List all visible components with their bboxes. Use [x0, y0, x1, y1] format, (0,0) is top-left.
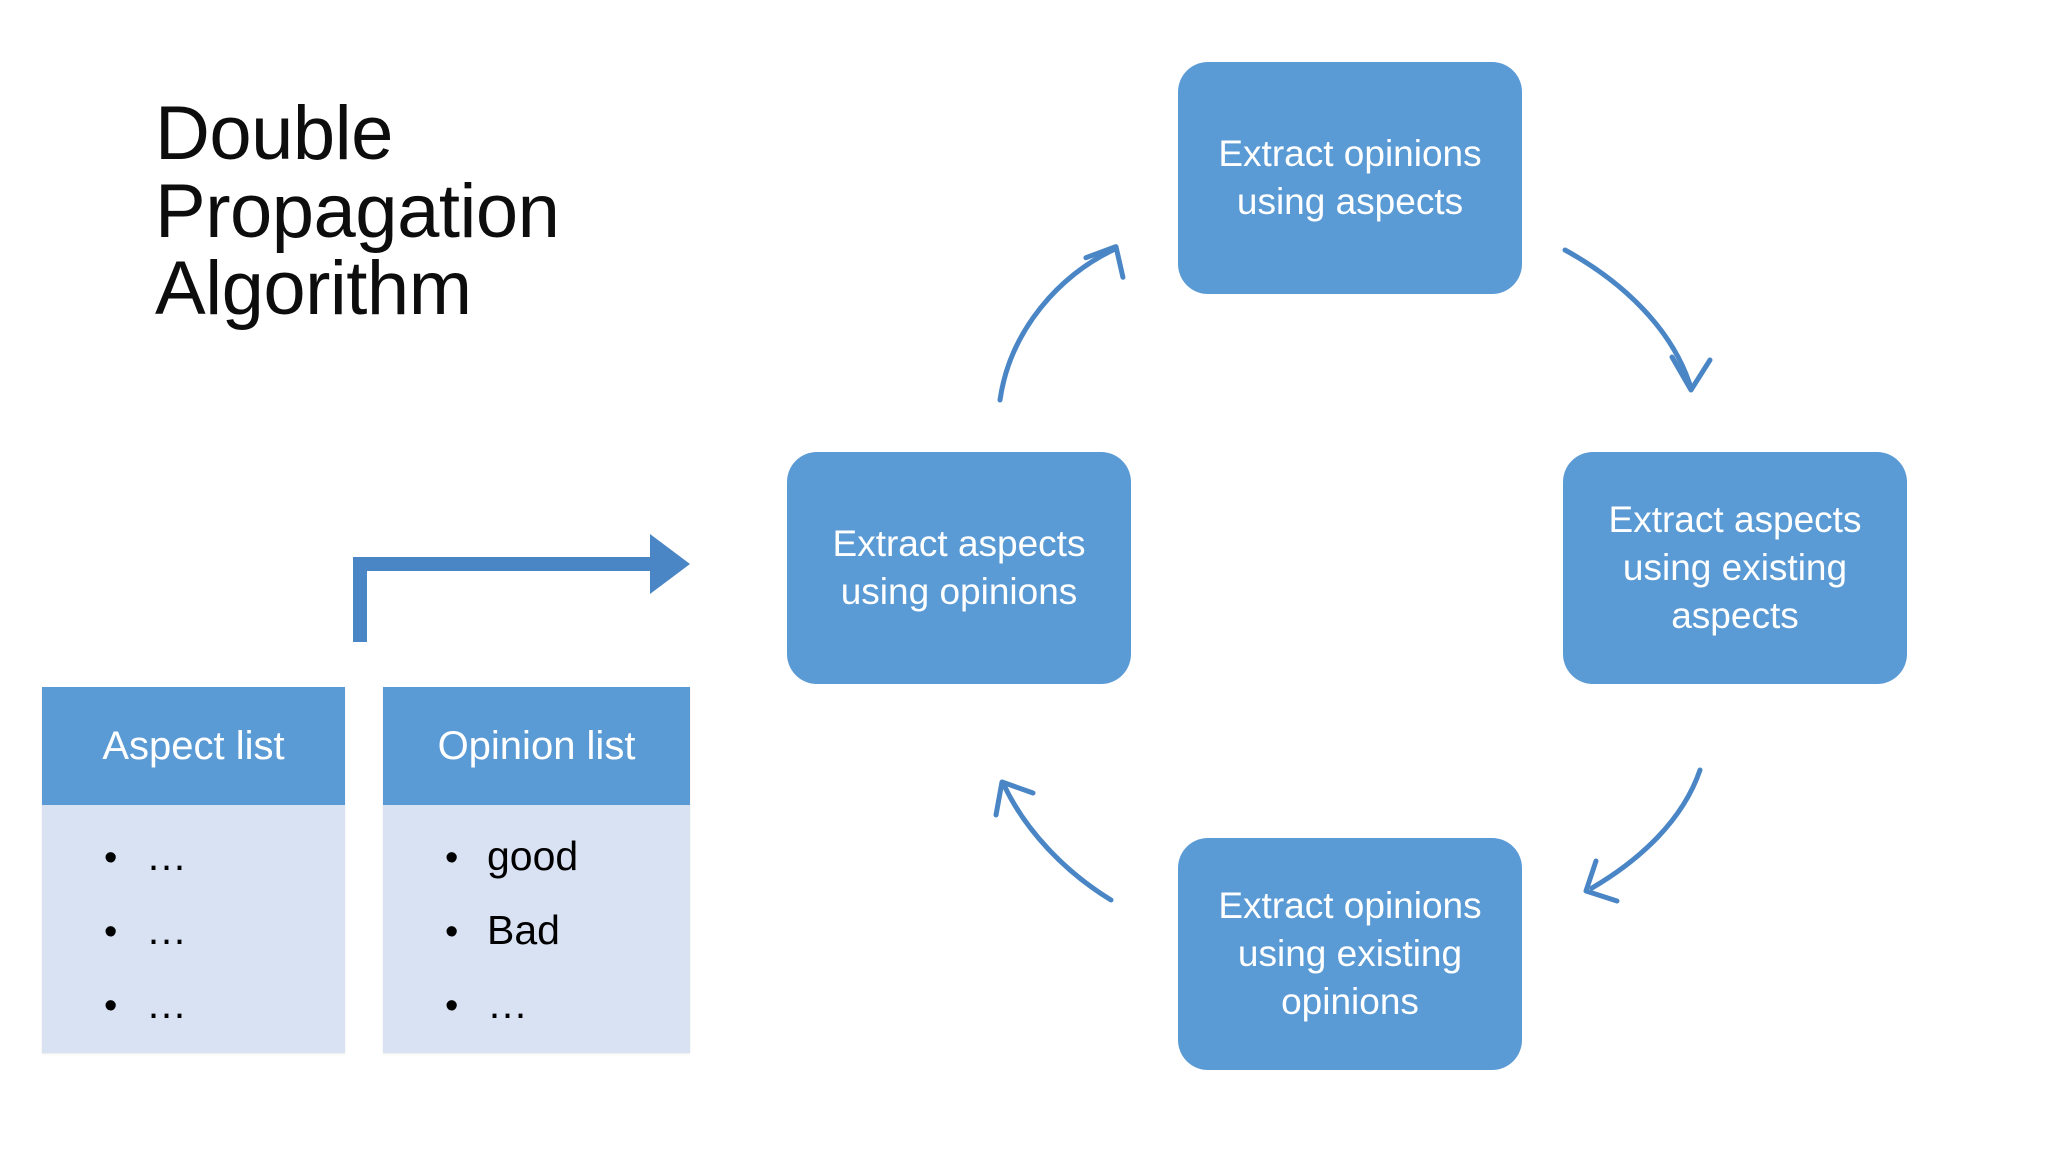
cycle-box-extract-aspects-using-opinions[interactable]: Extract aspects using opinions: [787, 452, 1131, 684]
cycle-arrow-bottom-to-left-icon: [993, 779, 1114, 903]
cycle-box-label: Extract opinions using aspects: [1218, 132, 1482, 222]
cycle-box-extract-opinions-using-existing-opinions[interactable]: Extract opinions using existing opinions: [1178, 838, 1522, 1070]
page-title: Double Propagation Algorithm: [155, 91, 560, 332]
list-item: • Bad: [445, 905, 690, 955]
cycle-arrow-right-to-bottom-icon: [1583, 767, 1703, 904]
list-item: • …: [104, 905, 345, 955]
cycle-arrow-left-to-top-icon: [997, 244, 1126, 403]
cycle-box-extract-aspects-using-existing-aspects[interactable]: Extract aspects using existing aspects: [1563, 452, 1907, 684]
list-item: • …: [445, 979, 690, 1029]
cycle-box-extract-opinions-using-aspects[interactable]: Extract opinions using aspects: [1178, 62, 1522, 294]
opinion-list-header: Opinion list: [383, 687, 690, 805]
list-item: • good: [445, 831, 690, 881]
list-item-text: …: [146, 833, 187, 879]
bullet-icon: •: [104, 836, 118, 879]
bullet-icon: •: [104, 984, 118, 1027]
opinion-list-body: • good • Bad • …: [383, 805, 690, 1029]
list-item: • …: [104, 831, 345, 881]
list-item-text: good: [487, 833, 579, 879]
list-item-text: …: [146, 981, 187, 1028]
bullet-icon: •: [445, 836, 459, 879]
opinion-list-table: Opinion list • good • Bad • …: [383, 687, 690, 1053]
list-item: • …: [104, 979, 345, 1029]
list-item-text: …: [487, 981, 528, 1028]
lists-to-cycle-arrow-icon: [353, 534, 690, 642]
aspect-list-header: Aspect list: [42, 687, 345, 805]
bullet-icon: •: [445, 910, 459, 953]
bullet-icon: •: [445, 984, 459, 1027]
list-item-text: …: [146, 907, 187, 954]
list-item-text: Bad: [487, 907, 560, 954]
aspect-list-table: Aspect list • … • … • …: [42, 687, 345, 1053]
cycle-box-label: Extract aspects using opinions: [832, 522, 1086, 612]
bullet-icon: •: [104, 910, 118, 953]
aspect-list-items: • … • … • …: [42, 831, 345, 1029]
opinion-list-items: • good • Bad • …: [383, 831, 690, 1029]
cycle-box-label: Extract aspects using existing aspects: [1608, 498, 1862, 637]
cycle-arrow-top-to-right-icon: [1562, 247, 1713, 393]
aspect-list-body: • … • … • …: [42, 805, 345, 1029]
cycle-box-label: Extract opinions using existing opinions: [1218, 884, 1482, 1023]
